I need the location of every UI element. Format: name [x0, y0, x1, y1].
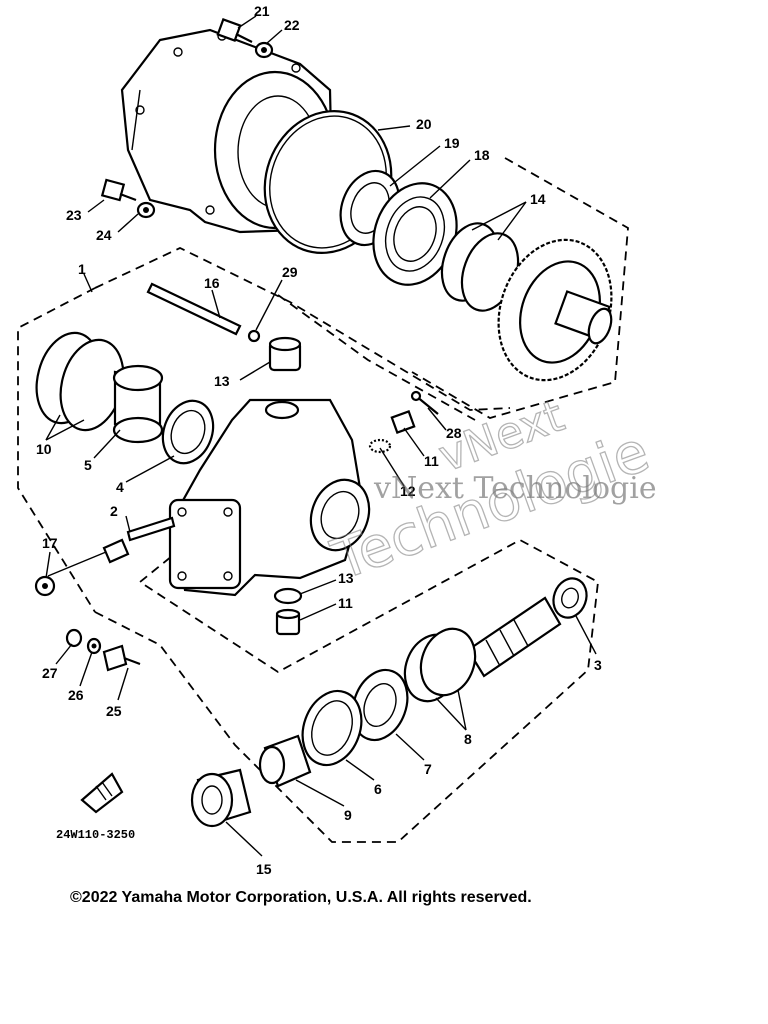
washer-27: [65, 628, 83, 648]
leader-lines: [45, 15, 597, 857]
plug-11-upper: [390, 409, 416, 435]
bolt-25: [102, 644, 141, 672]
ring-gear: [497, 238, 613, 382]
callout-7: 7: [424, 761, 432, 777]
callout-23: 23: [66, 207, 82, 223]
copyright-notice: ©2022 Yamaha Motor Corporation, U.S.A. A…: [70, 889, 532, 906]
stud-bolt-2: [126, 516, 176, 542]
callout-11-lower: 11: [338, 595, 353, 611]
collar-9: [258, 734, 312, 788]
bolt-23: [100, 178, 137, 202]
bearing-3: [552, 577, 588, 619]
final-gear-housing: [168, 398, 371, 597]
callout-16: 16: [204, 275, 220, 291]
callout-24: 24: [96, 227, 112, 243]
callout-5: 5: [84, 457, 92, 473]
nut-17: [34, 575, 56, 597]
shims-10: [35, 331, 125, 432]
bolt-28: [410, 390, 439, 415]
callout-17: 17: [42, 535, 58, 551]
callout-25: 25: [106, 703, 122, 719]
callout-10: 10: [36, 441, 52, 457]
callout-1: 1: [78, 261, 86, 277]
bearing-5: [112, 364, 164, 444]
washer-22: [254, 41, 274, 59]
callout-21: 21: [254, 3, 270, 19]
callout-29: 29: [282, 264, 298, 280]
callout-28: 28: [446, 425, 462, 441]
left-group-outline: [17, 287, 96, 613]
callout-4: 4: [116, 479, 124, 495]
side-bracket-outline: [277, 294, 476, 421]
main-housing-group-outline: [94, 247, 511, 411]
gasket-12-lower: [273, 587, 303, 605]
bracket-17: [102, 538, 130, 564]
callout-11-upper: 11: [424, 453, 439, 469]
callout-13-lower: 13: [338, 570, 354, 586]
watermark-line-1: vNext Technologie: [373, 471, 657, 506]
callout-22: 22: [284, 17, 300, 33]
callout-15: 15: [256, 861, 272, 877]
washer-24: [136, 201, 156, 219]
callout-3: 3: [594, 657, 602, 673]
callout-12-upper: 12: [400, 483, 416, 499]
collar-6: [301, 689, 363, 767]
drawing-code: 24W110-3250: [56, 828, 135, 842]
washer-26: [86, 637, 102, 655]
callout-2: 2: [110, 503, 118, 519]
bearing-7: [351, 668, 409, 742]
callout-26: 26: [68, 687, 84, 703]
shims-8: [403, 627, 477, 703]
callout-19: 19: [444, 135, 460, 151]
pin-29: [247, 329, 261, 343]
callout-labels: 21 22 20 19 18 14 23 24 1 16 29 13 10 5 …: [36, 3, 602, 877]
pinion-group-outline: [94, 503, 599, 843]
front-arrow-icon: [80, 772, 124, 814]
coupling-15: [190, 768, 252, 828]
shaft-16: [146, 282, 242, 336]
callout-9: 9: [344, 807, 352, 823]
callout-14: 14: [530, 191, 546, 207]
callout-13-upper: 13: [214, 373, 230, 389]
ring-gear-group-outline: [411, 157, 629, 419]
callout-20: 20: [416, 116, 432, 132]
callout-8: 8: [464, 731, 472, 747]
gasket-12-upper: [368, 438, 392, 454]
bolt-21: [216, 17, 253, 43]
assembly-outlines: [17, 157, 629, 843]
plug-11-lower: [275, 608, 301, 636]
oil-seal-4: [161, 399, 215, 465]
callout-6: 6: [374, 781, 382, 797]
callout-27: 27: [42, 665, 58, 681]
callout-18: 18: [474, 147, 490, 163]
cap-13: [268, 336, 302, 372]
watermark: vNext Technologie vNext Technologie: [323, 390, 658, 594]
drive-pinion: [466, 596, 562, 678]
